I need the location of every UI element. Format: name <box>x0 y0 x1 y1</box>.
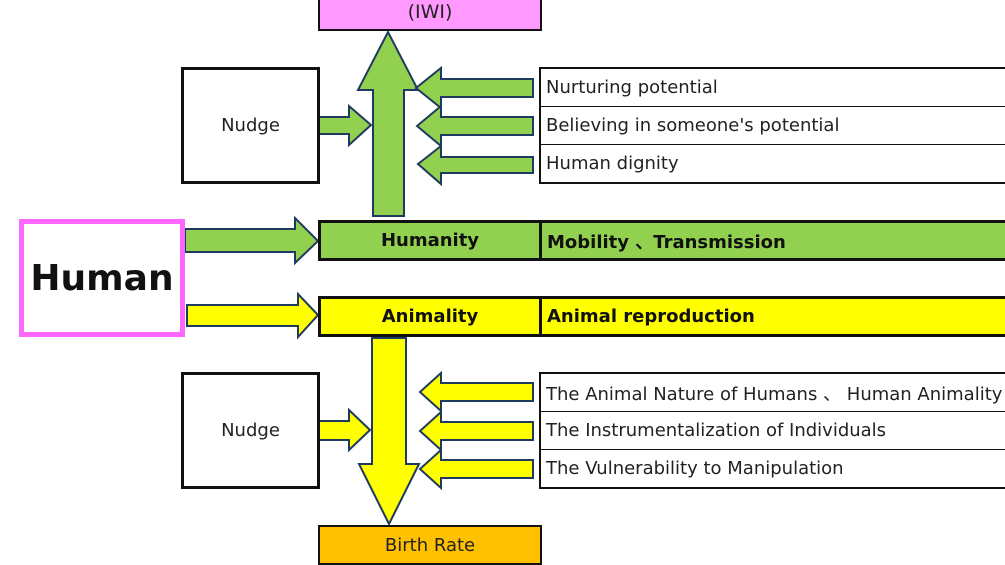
up-arrow-icon <box>356 29 420 217</box>
lower-nudge-box: Nudge <box>181 372 320 489</box>
humanity-desc: Mobility 、Transmission <box>547 231 786 253</box>
nudge-right-arrow-icon <box>317 103 373 148</box>
factor-label: The Instrumentalization of Individuals <box>546 420 887 441</box>
human-to-humanity-arrow-icon <box>184 215 320 266</box>
birth-rate-label: Birth Rate <box>384 534 476 556</box>
upper-nudge-box: Nudge <box>181 67 320 184</box>
lower-factor-row: The Instrumentalization of Individuals <box>539 411 1005 450</box>
animality-label: Animality <box>381 306 479 327</box>
left-arrow-icon <box>418 447 534 491</box>
human-to-animality-arrow-icon <box>186 291 320 340</box>
iwi-label: (IWI) <box>407 0 453 23</box>
left-arrow-icon <box>414 65 534 111</box>
left-arrow-icon <box>415 103 534 149</box>
left-arrow-icon <box>418 409 534 453</box>
humanity-label-cell: Humanity <box>318 220 542 261</box>
humanity-desc-cell: Mobility 、Transmission <box>539 220 1005 261</box>
factor-label: The Animal Nature of Humans 、 Human Anim… <box>546 383 1003 405</box>
iwi-box: (IWI) <box>318 0 542 31</box>
birth-rate-box: Birth Rate <box>318 525 542 565</box>
upper-factor-row: Nurturing potential <box>539 67 1005 107</box>
nudge-right-arrow-icon <box>317 407 372 453</box>
upper-factor-row: Human dignity <box>539 144 1005 184</box>
lower-nudge-label: Nudge <box>221 420 280 441</box>
lower-factor-row: The Animal Nature of Humans 、 Human Anim… <box>539 372 1005 412</box>
factor-label: Nurturing potential <box>546 77 718 98</box>
animality-desc-cell: Animal reproduction <box>539 296 1005 337</box>
upper-factor-row: Believing in someone's potential <box>539 106 1005 145</box>
factor-label: Human dignity <box>546 153 679 174</box>
left-arrow-icon <box>416 143 534 187</box>
humanity-label: Humanity <box>380 230 480 251</box>
human-label: Human <box>30 257 174 299</box>
down-arrow-icon <box>357 337 421 527</box>
left-arrow-icon <box>418 370 534 414</box>
upper-nudge-label: Nudge <box>221 115 280 136</box>
animality-desc: Animal reproduction <box>547 306 755 327</box>
animality-label-cell: Animality <box>318 296 542 337</box>
lower-factor-row: The Vulnerability to Manipulation <box>539 449 1005 489</box>
factor-label: The Vulnerability to Manipulation <box>546 458 844 479</box>
factor-label: Believing in someone's potential <box>546 115 840 136</box>
human-box: Human <box>19 219 185 337</box>
